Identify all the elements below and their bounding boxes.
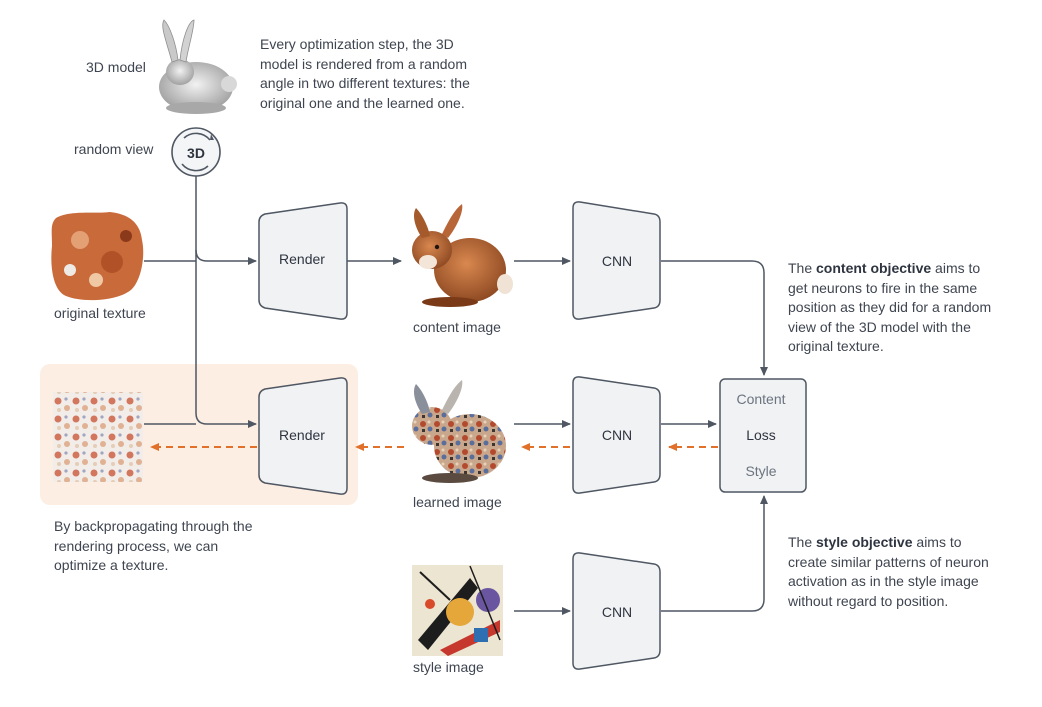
loss-label: Loss: [746, 427, 776, 443]
style-image: [412, 565, 503, 656]
learned-image-label: learned image: [413, 494, 502, 510]
model-3d-label: 3D model: [86, 59, 146, 75]
content-image-label: content image: [413, 319, 501, 335]
loss-box: Content Loss Style: [719, 378, 807, 493]
style-objective-note: The style objective aims to create simil…: [788, 533, 1003, 611]
view-to-render-top-line: [195, 176, 257, 265]
content-objective-post: aims to get neurons to fire in the same …: [788, 260, 992, 354]
backprop-note: By backpropagating through the rendering…: [54, 518, 253, 573]
connectors: [144, 176, 768, 615]
view-to-render-bottom-line: [195, 250, 257, 428]
render-box-top-label: Render: [279, 251, 325, 267]
cnn-box-bottom-label: CNN: [602, 604, 632, 620]
style-image-label: style image: [413, 659, 484, 675]
learned-image-bunny: [412, 380, 506, 483]
content-objective-note: The content objective aims to get neuron…: [788, 259, 1003, 357]
learned-texture-image: [53, 392, 143, 482]
random-view-icon: 3D: [171, 127, 221, 177]
loss-style-label: Style: [745, 463, 776, 479]
step-note: Every optimization step, the 3D model is…: [260, 36, 470, 111]
render-box-bottom: Render: [258, 377, 348, 495]
cnn-top-to-loss-line: [661, 260, 768, 376]
cnn-box-middle: CNN: [572, 376, 661, 494]
cnn-box-top: CNN: [572, 201, 661, 320]
bunny-3d-model-image: [159, 19, 237, 114]
content-image-bunny: [412, 204, 513, 307]
cnn-box-middle-label: CNN: [602, 427, 632, 443]
cnn-bottom-to-loss-line: [661, 495, 768, 612]
style-objective-bold: style objective: [816, 534, 913, 550]
cnn-box-bottom: CNN: [572, 552, 661, 670]
loss-content-label: Content: [736, 391, 785, 407]
content-objective-bold: content objective: [816, 260, 932, 276]
view-badge-text: 3D: [187, 145, 205, 161]
render-box-top: Render: [258, 202, 348, 320]
style-objective-pre: The: [788, 534, 817, 550]
style-objective-post: aims to create similar patterns of neuro…: [788, 534, 989, 609]
original-texture-label: original texture: [54, 305, 146, 321]
render-box-bottom-label: Render: [279, 427, 325, 443]
original-texture-image: [51, 212, 144, 301]
content-objective-pre: The: [788, 260, 817, 276]
cnn-box-top-label: CNN: [602, 253, 632, 269]
random-view-label: random view: [74, 141, 154, 157]
